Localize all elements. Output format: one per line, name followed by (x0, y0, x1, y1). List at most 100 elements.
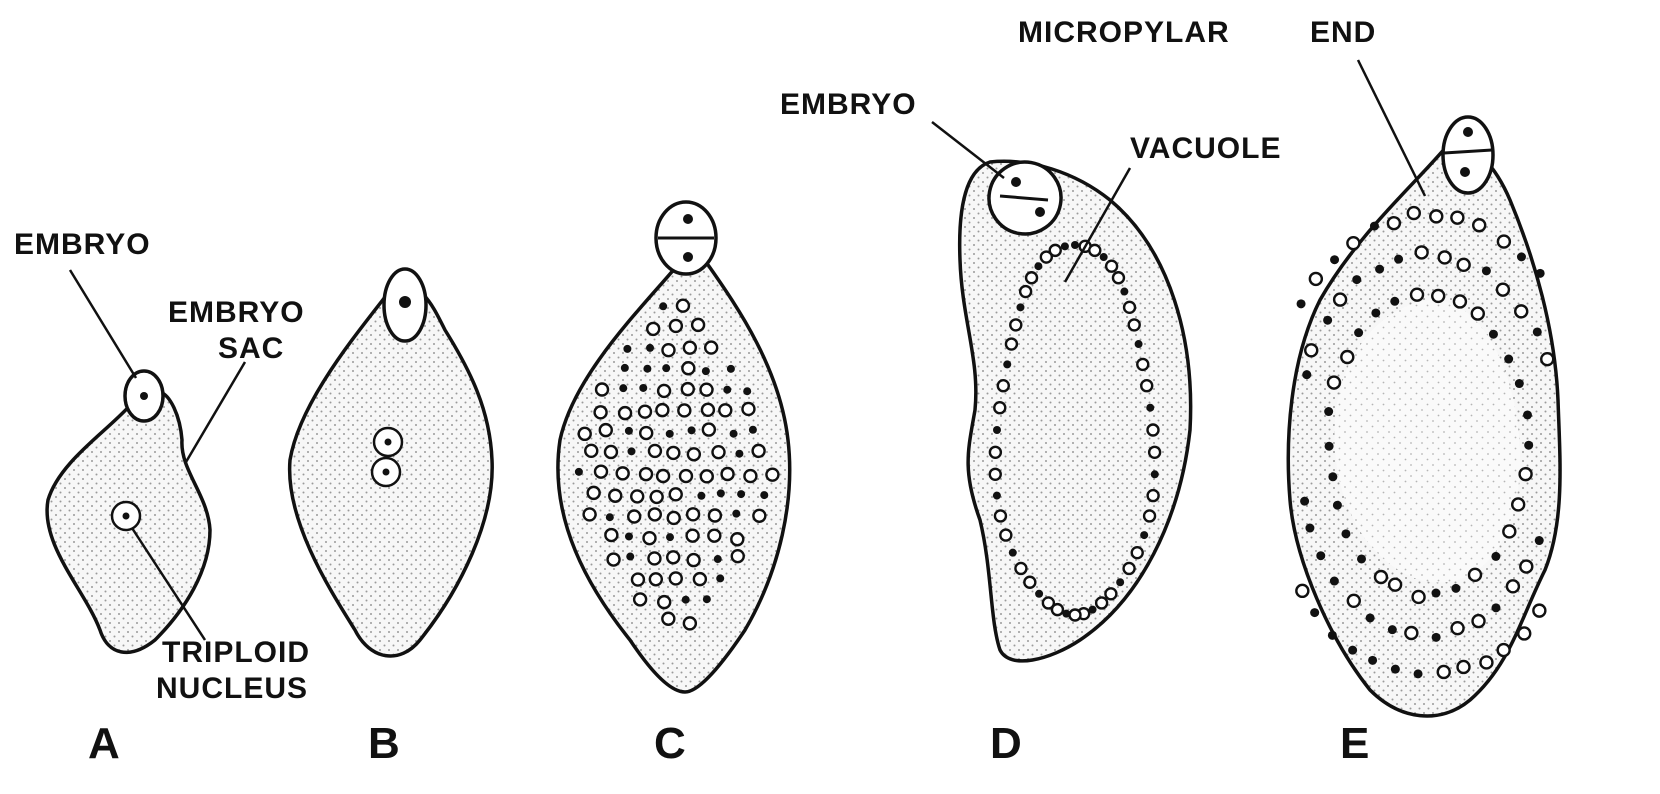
nucleus-dot (1523, 410, 1532, 419)
nucleus-ring (670, 488, 682, 500)
nucleus-ring (656, 404, 668, 416)
nucleus-ring (1503, 525, 1515, 537)
nucleus-dot (1391, 665, 1400, 674)
nucleus-ring (709, 510, 721, 522)
nucleus-dot (1414, 669, 1423, 678)
nucleus-ring (682, 362, 694, 374)
nucleus-ring (1411, 289, 1423, 301)
nucleus-dot (735, 450, 743, 458)
nucleus-ring (1305, 344, 1317, 356)
nucleus-dot (1061, 242, 1069, 250)
nucleus-ring (703, 424, 715, 436)
nucleus-ring (687, 530, 699, 542)
nucleus-ring (1015, 563, 1026, 574)
nucleus-dot (743, 387, 751, 395)
nucleus-ring (1024, 577, 1035, 588)
nucleus-ring (753, 510, 765, 522)
nucleus-ring (701, 470, 713, 482)
nucleus-ring (1413, 591, 1425, 603)
panel-label-b: B (368, 719, 400, 768)
nucleus-dot (666, 533, 674, 541)
panel-b: B (290, 269, 493, 768)
nucleus-dot (1489, 330, 1498, 339)
nucleus-ring (705, 342, 717, 354)
nucleus-ring (1480, 656, 1492, 668)
label-embryo-d: EMBRYO (780, 88, 917, 121)
nucleus-ring (668, 512, 680, 524)
nucleus-dot (1297, 299, 1306, 308)
nucleus-dot (732, 510, 740, 518)
nucleus-ring (1497, 284, 1509, 296)
nucleus-ring (1451, 212, 1463, 224)
nucleus-ring (1458, 259, 1470, 271)
nucleus-ring (1541, 353, 1553, 365)
label-embryo-sac-1: EMBRYO (168, 296, 305, 329)
nucleus-ring (688, 448, 700, 460)
nucleus-ring (684, 617, 696, 629)
nucleus-ring (700, 384, 712, 396)
nucleus-ring (677, 300, 689, 312)
embryo-nucleus-b (399, 296, 411, 308)
nucleus-ring (1106, 261, 1117, 272)
nucleus-ring (1328, 377, 1340, 389)
nucleus-ring (608, 554, 620, 566)
nucleus-dot (749, 426, 757, 434)
nucleus-ring (731, 533, 743, 545)
nucleus-ring (619, 407, 631, 419)
nucleus-dot (639, 384, 647, 392)
nucleus-dot (1370, 222, 1379, 231)
panel-d: EMBRYO VACUOLE D (780, 88, 1281, 768)
nucleus-ring (579, 428, 591, 440)
nucleus-ring (1520, 561, 1532, 573)
nucleus-dot (659, 302, 667, 310)
nucleus-ring (1348, 595, 1360, 607)
nucleus-dot (1305, 524, 1314, 533)
nucleus-ring (1518, 627, 1530, 639)
endosperm-nucleolus-b1 (385, 439, 392, 446)
nucleus-ring (702, 404, 714, 416)
embryo-nucleus-c2 (683, 252, 693, 262)
nucleus-ring (708, 530, 720, 542)
nucleus-dot (1394, 255, 1403, 264)
nucleus-ring (1498, 236, 1510, 248)
nucleus-ring (670, 320, 682, 332)
nucleus-ring (1010, 319, 1021, 330)
nucleus-dot (1357, 554, 1366, 563)
nucleus-ring (990, 447, 1001, 458)
nucleus-ring (1124, 563, 1135, 574)
nucleus-ring (719, 404, 731, 416)
nucleus-ring (680, 470, 692, 482)
nucleus-dot (1431, 589, 1440, 598)
nucleus-dot (1316, 551, 1325, 560)
nucleus-ring (634, 593, 646, 605)
nucleus-ring (1388, 217, 1400, 229)
nucleus-dot (666, 430, 674, 438)
nucleus-ring (1148, 490, 1159, 501)
nucleus-ring (995, 510, 1006, 521)
nucleus-ring (1113, 272, 1124, 283)
nucleus-dot (1035, 590, 1043, 598)
nucleus-ring (644, 532, 656, 544)
nucleus-dot (1524, 441, 1533, 450)
panel-c: C (558, 202, 790, 768)
nucleus-ring (1375, 571, 1387, 583)
nucleus-ring (1520, 468, 1532, 480)
nucleus-ring (595, 466, 607, 478)
nucleus-ring (682, 383, 694, 395)
nucleus-ring (617, 467, 629, 479)
nucleus-ring (648, 552, 660, 564)
nucleus-ring (649, 508, 661, 520)
nucleus-ring (732, 550, 744, 562)
nucleus-dot (1366, 613, 1375, 622)
nucleus-ring (662, 344, 674, 356)
nucleus-ring (1149, 447, 1160, 458)
nucleus-dot (1371, 308, 1380, 317)
nucleus-dot (619, 384, 627, 392)
nucleus-dot (1300, 497, 1309, 506)
nucleus-ring (684, 342, 696, 354)
nucleus-dot (643, 365, 651, 373)
nucleus-ring (632, 574, 644, 586)
nucleus-ring (1469, 569, 1481, 581)
label-triploid-2: NUCLEUS (156, 672, 308, 705)
nucleus-dot (1116, 578, 1124, 586)
